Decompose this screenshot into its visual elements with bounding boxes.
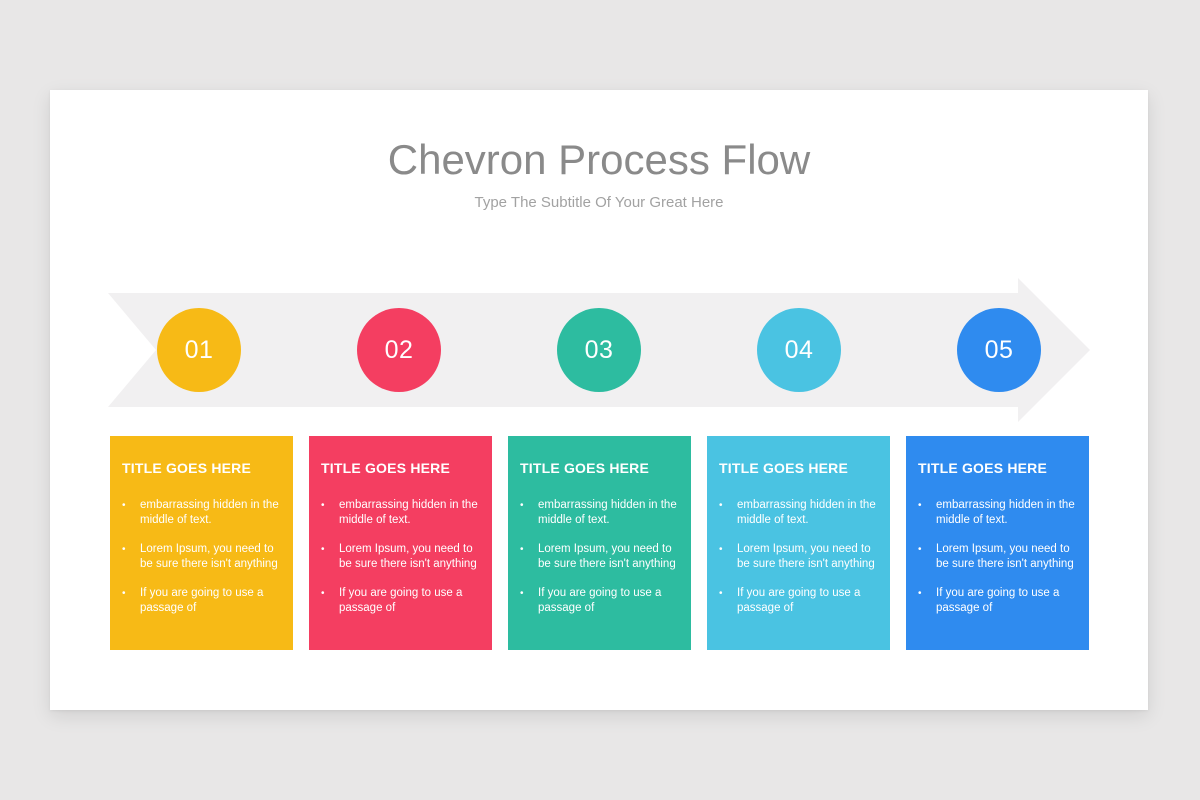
bullet-text: Lorem Ipsum, you need to be sure there i…	[737, 543, 875, 570]
card-title: TITLE GOES HERE	[719, 460, 849, 476]
step-circle-04: 04	[757, 308, 841, 392]
bullet-text: embarrassing hidden in the middle of tex…	[339, 499, 478, 526]
bullet-dot-icon: •	[918, 588, 922, 599]
bullet-text: embarrassing hidden in the middle of tex…	[936, 499, 1075, 526]
step-circle-02: 02	[357, 308, 441, 392]
bullet-dot-icon: •	[520, 588, 524, 599]
bullet-text: embarrassing hidden in the middle of tex…	[538, 499, 677, 526]
bullet-item: • embarrassing hidden in the middle of t…	[321, 498, 482, 528]
cards-row: TITLE GOES HERE • embarrassing hidden in…	[110, 436, 1089, 650]
bullet-dot-icon: •	[719, 500, 723, 511]
bullet-dot-icon: •	[918, 500, 922, 511]
bullet-item: • embarrassing hidden in the middle of t…	[918, 498, 1079, 528]
bullet-dot-icon: •	[918, 544, 922, 555]
bullet-item: • Lorem Ipsum, you need to be sure there…	[918, 542, 1079, 572]
bullet-dot-icon: •	[321, 544, 325, 555]
page-title: Chevron Process Flow	[387, 136, 811, 183]
bullet-item: • If you are going to use a passage of	[321, 586, 482, 616]
card-bullets: • embarrassing hidden in the middle of t…	[321, 498, 482, 616]
step-number: 03	[584, 335, 614, 364]
bullet-dot-icon: •	[122, 500, 126, 511]
bullet-item: • If you are going to use a passage of	[719, 586, 880, 616]
step-number: 01	[184, 335, 214, 364]
bullet-dot-icon: •	[520, 544, 524, 555]
bullet-text: Lorem Ipsum, you need to be sure there i…	[538, 543, 676, 570]
step-circle-01: 01	[157, 308, 241, 392]
bullet-text: If you are going to use a passage of	[140, 587, 264, 614]
step-card-05: TITLE GOES HERE • embarrassing hidden in…	[906, 436, 1089, 650]
bullet-text: If you are going to use a passage of	[538, 587, 662, 614]
step-card-01: TITLE GOES HERE • embarrassing hidden in…	[110, 436, 293, 650]
card-bullets: • embarrassing hidden in the middle of t…	[520, 498, 681, 616]
bullet-item: • embarrassing hidden in the middle of t…	[719, 498, 880, 528]
bullet-text: Lorem Ipsum, you need to be sure there i…	[936, 543, 1074, 570]
bullet-item: • Lorem Ipsum, you need to be sure there…	[122, 542, 283, 572]
bullet-text: Lorem Ipsum, you need to be sure there i…	[339, 543, 477, 570]
bullet-text: Lorem Ipsum, you need to be sure there i…	[140, 543, 278, 570]
step-circle-03: 03	[557, 308, 641, 392]
card-bullets: • embarrassing hidden in the middle of t…	[719, 498, 880, 616]
bullet-dot-icon: •	[719, 544, 723, 555]
card-title: TITLE GOES HERE	[520, 460, 650, 476]
bullet-item: • Lorem Ipsum, you need to be sure there…	[520, 542, 681, 572]
bullet-item: • Lorem Ipsum, you need to be sure there…	[321, 542, 482, 572]
bullet-dot-icon: •	[520, 500, 524, 511]
bullet-dot-icon: •	[122, 544, 126, 555]
card-title: TITLE GOES HERE	[321, 460, 451, 476]
bullet-dot-icon: •	[321, 500, 325, 511]
page-subtitle: Type The Subtitle Of Your Great Here	[474, 194, 724, 211]
bullet-dot-icon: •	[122, 588, 126, 599]
bullet-item: • If you are going to use a passage of	[918, 586, 1079, 616]
bullet-item: • Lorem Ipsum, you need to be sure there…	[719, 542, 880, 572]
card-bullets: • embarrassing hidden in the middle of t…	[918, 498, 1079, 616]
bullet-item: • If you are going to use a passage of	[122, 586, 283, 616]
bullet-text: embarrassing hidden in the middle of tex…	[140, 499, 279, 526]
slide-canvas: Chevron Process Flow Type The Subtitle O…	[50, 90, 1148, 710]
bullet-text: If you are going to use a passage of	[339, 587, 463, 614]
bullet-item: • embarrassing hidden in the middle of t…	[520, 498, 681, 528]
bullet-item: • If you are going to use a passage of	[520, 586, 681, 616]
step-card-03: TITLE GOES HERE • embarrassing hidden in…	[508, 436, 691, 650]
step-number: 04	[784, 335, 814, 364]
bullet-text: If you are going to use a passage of	[737, 587, 861, 614]
bullet-dot-icon: •	[719, 588, 723, 599]
step-number: 02	[384, 335, 414, 364]
step-card-04: TITLE GOES HERE • embarrassing hidden in…	[707, 436, 890, 650]
bullet-item: • embarrassing hidden in the middle of t…	[122, 498, 283, 528]
step-circle-05: 05	[957, 308, 1041, 392]
card-title: TITLE GOES HERE	[122, 460, 252, 476]
bullet-text: embarrassing hidden in the middle of tex…	[737, 499, 876, 526]
card-bullets: • embarrassing hidden in the middle of t…	[122, 498, 283, 616]
bullet-text: If you are going to use a passage of	[936, 587, 1060, 614]
step-card-02: TITLE GOES HERE • embarrassing hidden in…	[309, 436, 492, 650]
bullet-dot-icon: •	[321, 588, 325, 599]
step-number: 05	[984, 335, 1014, 364]
card-title: TITLE GOES HERE	[918, 460, 1048, 476]
